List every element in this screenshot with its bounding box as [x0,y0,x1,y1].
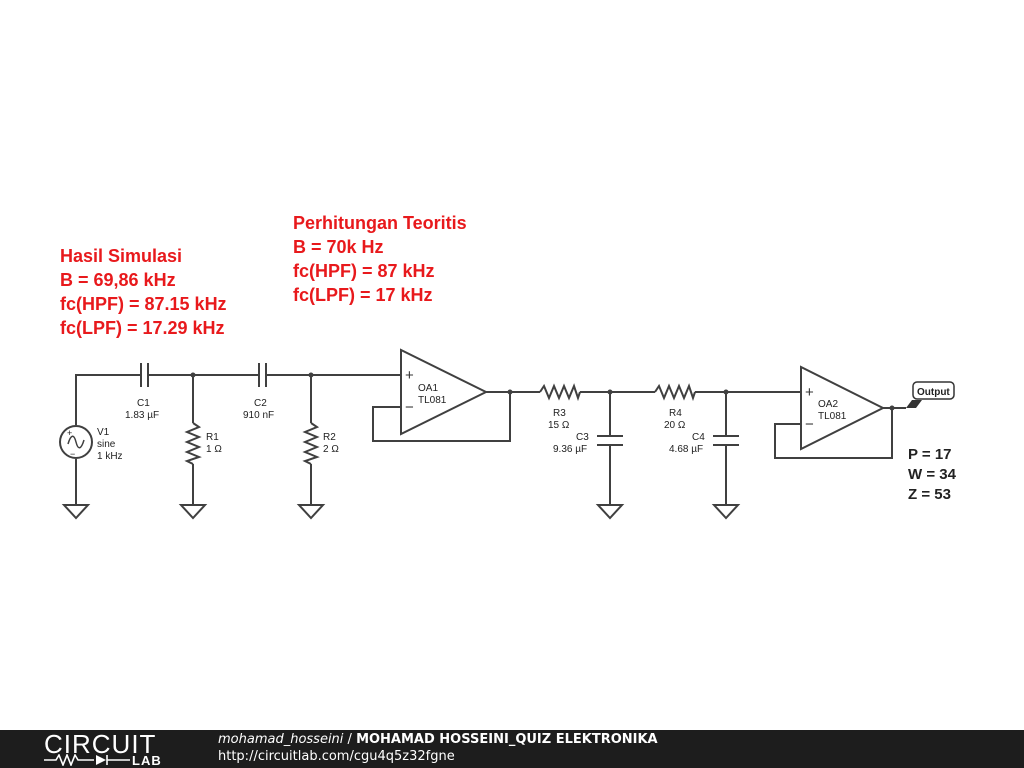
ground-icon [595,504,625,520]
capacitor-c1[interactable]: C1 1.83 µF [125,363,159,421]
simulation-results-note: Hasil Simulasi B = 69,86 kHz fc(HPF) = 8… [60,246,227,338]
c2-value: 910 nF [243,410,274,421]
r3-value: 15 Ω [548,420,570,431]
wires [75,374,906,505]
oa1-name: OA1 [418,383,438,394]
resistor-r3[interactable]: R3 15 Ω [539,383,581,431]
param-z: Z = 53 [908,486,951,503]
capacitor-c2[interactable]: C2 910 nF [243,363,274,421]
junction-dot [507,389,513,395]
r4-value: 20 Ω [664,420,686,431]
parameters-note: P = 17 W = 34 Z = 53 [908,446,957,503]
theory-fc-lpf: fc(LPF) = 17 kHz [293,285,433,305]
simulation-bandwidth: B = 69,86 kHz [60,270,176,290]
author-link[interactable]: mohamad_hosseini [218,732,344,747]
c1-value: 1.83 µF [125,410,159,421]
ground-icon [61,504,91,520]
junctions [190,372,895,411]
opamp-oa1[interactable]: + − OA1 TL081 [400,348,489,436]
c4-name: C4 [692,432,705,443]
oa1-model: TL081 [418,395,447,406]
opamp-oa2[interactable]: + − OA2 TL081 [800,365,886,451]
param-p: P = 17 [908,446,952,463]
ground-icon [711,504,741,520]
r2-name: R2 [323,432,336,443]
v1-plus-sign: + [67,428,72,438]
simulation-fc-hpf: fc(HPF) = 87.15 kHz [60,294,227,314]
simulation-fc-lpf: fc(LPF) = 17.29 kHz [60,318,225,338]
footer-bar: CIRCUIT LAB mohamad_hosseini / MOHAMAD H… [0,730,1024,768]
oa2-plus-pin: + [805,384,814,401]
capacitor-c4[interactable]: C4 4.68 µF [669,432,739,455]
oa2-model: TL081 [818,411,847,422]
oa2-minus-pin: − [805,416,814,433]
circuitlab-logo-sub: LAB [132,753,162,768]
r2-value: 2 Ω [323,444,339,455]
theory-title: Perhitungan Teoritis [293,213,467,233]
voltage-source-v1[interactable]: + − V1 sine 1 kHz [59,425,123,462]
ground-icon [178,504,208,520]
c3-name: C3 [576,432,589,443]
circuit-schematic: Hasil Simulasi B = 69,86 kHz fc(HPF) = 8… [59,213,957,520]
c1-name: C1 [137,398,150,409]
oa2-name: OA2 [818,399,838,410]
junction-dot [889,405,895,411]
junction-dot [607,389,613,395]
resistor-r1[interactable]: R1 1 Ω [184,422,222,465]
r1-value: 1 Ω [206,444,222,455]
output-node[interactable]: Output [906,381,955,408]
resistor-r2[interactable]: R2 2 Ω [302,422,339,465]
theory-bandwidth: B = 70k Hz [293,237,384,257]
r3-name: R3 [553,408,566,419]
oa1-plus-pin: + [405,367,414,384]
output-label: Output [917,387,950,398]
v1-type: sine [97,439,116,450]
junction-dot [723,389,729,395]
r1-name: R1 [206,432,219,443]
junction-dot [308,372,314,378]
circuit-url-link[interactable]: http://circuitlab.com/cgu4q5z32fgne [218,749,455,764]
footer-attribution: mohamad_hosseini / MOHAMAD HOSSEINI_QUIZ… [218,732,658,747]
v1-value: 1 kHz [97,451,123,462]
oa1-minus-pin: − [405,399,414,416]
c2-name: C2 [254,398,267,409]
ground-icon [296,504,326,520]
junction-dot [190,372,196,378]
c3-value: 9.36 µF [553,444,587,455]
theoretical-calculation-note: Perhitungan Teoritis B = 70k Hz fc(HPF) … [293,213,467,305]
c4-value: 4.68 µF [669,444,703,455]
v1-minus-sign: − [70,449,75,459]
footer-separator: / [343,732,357,747]
simulation-title: Hasil Simulasi [60,246,182,266]
param-w: W = 34 [908,466,957,483]
resistor-diode-logo-icon [44,754,130,766]
resistor-r4[interactable]: R4 20 Ω [654,383,696,431]
capacitor-c3[interactable]: C3 9.36 µF [553,432,623,455]
v1-name: V1 [97,427,110,438]
circuitlab-logo[interactable]: CIRCUIT [44,729,157,759]
circuit-title[interactable]: MOHAMAD HOSSEINI_QUIZ ELEKTRONIKA [356,732,658,747]
ground-symbols [61,504,741,520]
theory-fc-hpf: fc(HPF) = 87 kHz [293,261,435,281]
r4-name: R4 [669,408,682,419]
